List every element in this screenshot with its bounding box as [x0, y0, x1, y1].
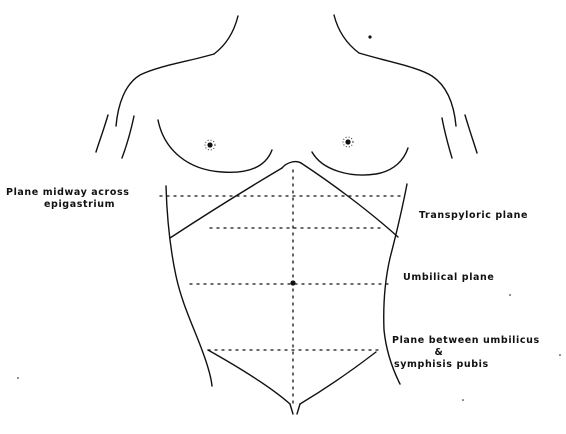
umbilical-plane-label: Umbilical plane [403, 272, 494, 283]
midway-plane-label-line1: Plane midway across [6, 187, 129, 198]
shoulder-mark-dot [368, 35, 371, 38]
midway-plane-label-line2: epigastrium [44, 199, 115, 210]
right-chest-curve [312, 148, 408, 175]
transpyloric-plane-label: Transpyloric plane [419, 210, 528, 221]
neck-right-line [334, 15, 359, 53]
between-plane-label-line2: & [431, 347, 447, 358]
pubic-mark-right [297, 404, 300, 414]
right-inguinal-line [300, 352, 376, 404]
between-plane-label-line3: symphisis pubis [394, 359, 489, 370]
stray-dot-bottom [462, 399, 464, 401]
left-shoulder-line [116, 54, 214, 126]
right-arm-outer-line [465, 115, 477, 153]
stray-dot-left [17, 377, 19, 379]
neck-left-line [214, 16, 238, 54]
left-chest-curve [158, 120, 272, 172]
right-nipple-dot [345, 139, 350, 144]
right-shoulder-line [359, 53, 456, 126]
pubic-mark-left [290, 404, 293, 414]
stray-dot-right-low [559, 354, 561, 356]
stray-dot-right [509, 294, 511, 296]
between-plane-label-line1: Plane between umbilicus [392, 335, 540, 346]
right-arm-inner-line [442, 118, 452, 158]
left-inguinal-line [208, 350, 290, 404]
left-arm-inner-line [122, 116, 134, 158]
left-nipple-dot [207, 142, 212, 147]
xiphoid-outline [282, 162, 301, 168]
left-arm-outer-line [96, 115, 108, 152]
